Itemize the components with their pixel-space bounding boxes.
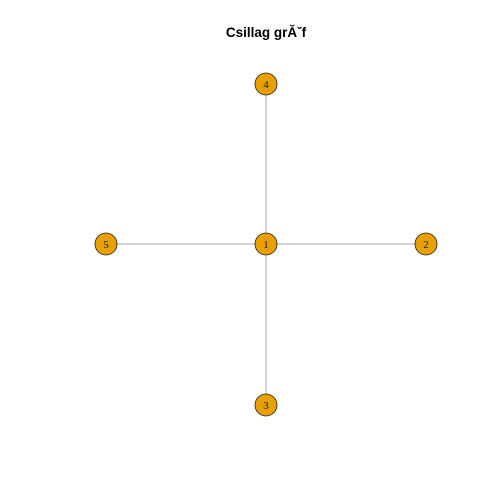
node-label-4: 4 <box>263 79 269 91</box>
node-4: 4 <box>254 72 278 96</box>
node-label-2: 2 <box>423 239 429 251</box>
node-circle-1 <box>254 232 278 256</box>
node-label-5: 5 <box>103 239 109 251</box>
node-5: 5 <box>94 232 118 256</box>
node-circle-5 <box>94 232 118 256</box>
node-3: 3 <box>254 393 278 417</box>
node-label-1: 1 <box>263 239 269 251</box>
graph-title: Csillag grĂˇf <box>226 25 307 40</box>
edge-layer <box>106 84 426 405</box>
node-1: 1 <box>254 232 278 256</box>
node-circle-3 <box>254 393 278 417</box>
node-label-3: 3 <box>263 400 269 412</box>
node-layer: 1 2 3 4 5 <box>94 72 438 417</box>
node-circle-4 <box>254 72 278 96</box>
node-circle-2 <box>414 232 438 256</box>
node-2: 2 <box>414 232 438 256</box>
